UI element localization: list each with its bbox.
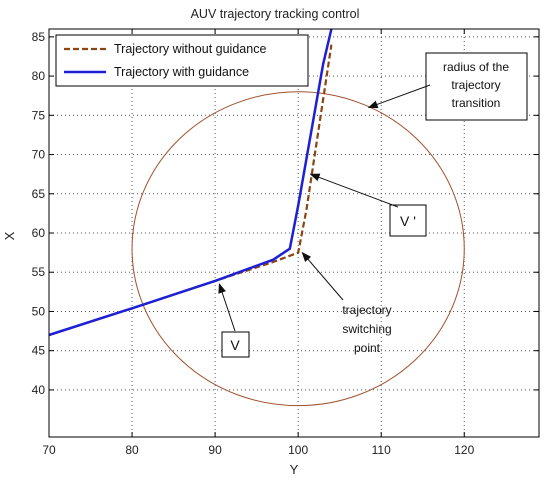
annotation-v-prime-arrow bbox=[309, 173, 399, 208]
series-line-with-guidance bbox=[49, 29, 333, 337]
annotation-radius-line-1: radius of the bbox=[443, 60, 509, 74]
annotation-radius-line-3: transition bbox=[452, 96, 501, 110]
annotation-v-prime-box bbox=[389, 204, 427, 237]
chart-title: AUV trajectory tracking control bbox=[191, 7, 360, 21]
grid bbox=[48, 29, 539, 437]
annotation-switching-arrow bbox=[301, 251, 344, 301]
tick-label-x: 100 bbox=[288, 443, 308, 457]
legend-box bbox=[55, 34, 309, 87]
tick-label-y: 55 bbox=[32, 265, 46, 279]
legend: Trajectory without guidance Trajectory w… bbox=[55, 34, 309, 87]
y-axis-label: X bbox=[2, 231, 17, 240]
tick-label-y: 45 bbox=[32, 344, 46, 358]
annotation-switching-line-2: switching bbox=[342, 322, 391, 336]
tick-label-y: 85 bbox=[32, 30, 46, 44]
annotation-v-box bbox=[221, 331, 250, 358]
transition-circle bbox=[131, 91, 465, 407]
tick-label-x: 70 bbox=[42, 443, 56, 457]
tick-label-x: 110 bbox=[372, 443, 391, 457]
tick-label-y: 75 bbox=[32, 108, 46, 122]
tick-label-y: 60 bbox=[32, 226, 46, 240]
annotation-switching-line-3: point bbox=[354, 341, 381, 355]
tick-label-x: 120 bbox=[454, 443, 474, 457]
tick-label-y: 40 bbox=[32, 383, 46, 397]
annotation-v-prime-label: V ' bbox=[400, 213, 416, 229]
tick-label-y: 70 bbox=[32, 148, 46, 162]
annotation-radius: radius of the trajectory transition bbox=[367, 52, 528, 121]
tick-label-x: 80 bbox=[125, 443, 139, 457]
tick-label-y: 65 bbox=[32, 187, 46, 201]
tick-label-y: 80 bbox=[32, 69, 46, 83]
annotation-v-arrow bbox=[218, 283, 236, 332]
legend-label-with-guidance: Trajectory with guidance bbox=[114, 65, 249, 79]
annotation-radius-line-2: trajectory bbox=[451, 78, 500, 92]
series-line-without-guidance bbox=[49, 44, 333, 337]
annotation-v-label: V bbox=[230, 337, 240, 353]
legend-label-without-guidance: Trajectory without guidance bbox=[114, 42, 266, 56]
tick-labels: 70 80 90 100 110 120 40 45 50 55 60 65 70 75 80 85 bbox=[32, 29, 539, 457]
tick-label-x: 90 bbox=[208, 443, 222, 457]
tick-label-y: 50 bbox=[32, 304, 46, 318]
annotation-radius-arrow bbox=[367, 84, 431, 109]
annotation-switching-point: trajectory switching point bbox=[301, 251, 392, 355]
annotation-v: V bbox=[218, 283, 250, 358]
annotation-switching-line-1: trajectory bbox=[342, 303, 391, 317]
plot-frame bbox=[48, 28, 540, 438]
x-axis-label: Y bbox=[290, 462, 299, 477]
annotation-v-prime: V ' bbox=[309, 173, 427, 237]
